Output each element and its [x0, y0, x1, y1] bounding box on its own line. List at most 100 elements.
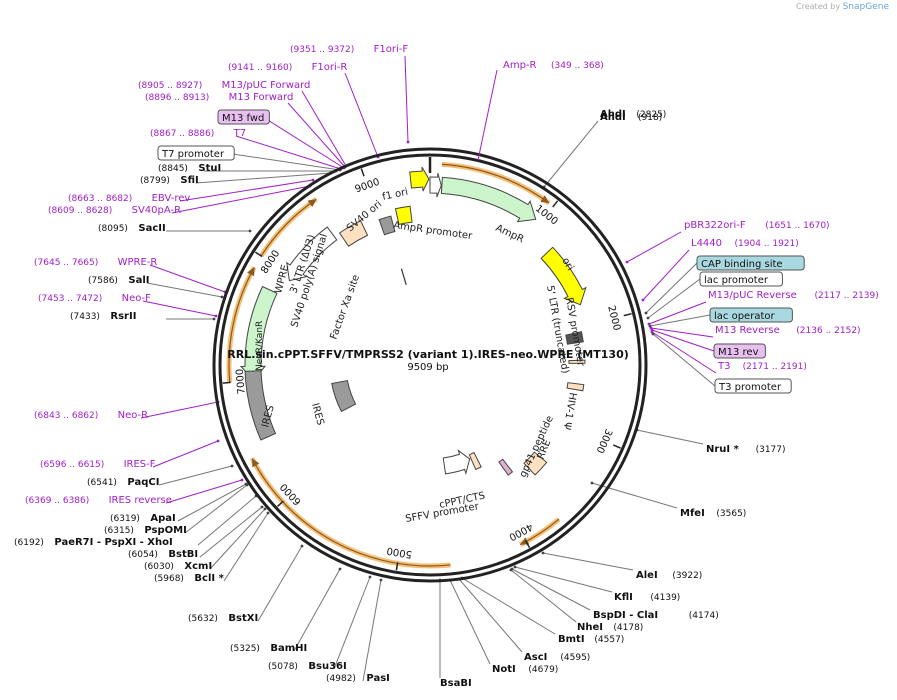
- label-t7-promoter[interactable]: T7 promoter: [157, 145, 235, 161]
- label-name: SacII: [138, 223, 165, 234]
- label-bmti[interactable]: BmtI (4557): [558, 634, 624, 645]
- feature-factor-xa-site[interactable]: [400, 268, 407, 286]
- feature-gp41-peptide[interactable]: [498, 458, 514, 476]
- credit-prefix: Created by: [796, 2, 841, 11]
- label-ahdi[interactable]: AhdI(2825): [600, 109, 666, 120]
- label-nhei[interactable]: NheI(4178): [577, 622, 643, 633]
- tick-line: [222, 381, 231, 384]
- feature-neor-kanr[interactable]: [239, 285, 278, 382]
- feature-sv40-poly-a-signal[interactable]: [378, 215, 396, 236]
- site-marker: [248, 229, 252, 233]
- label-paqci[interactable]: (6541)PaqCI: [87, 477, 159, 488]
- label-kfli[interactable]: KflI(4139): [614, 592, 680, 603]
- orf-arrowhead: [307, 199, 317, 208]
- site-marker: [644, 311, 648, 315]
- label-f1ori-r[interactable]: (9141 .. 9160)F1ori-R: [228, 62, 347, 73]
- label-neo-f[interactable]: (7453 .. 7472)Neo-F: [38, 293, 151, 304]
- label-box: [699, 271, 783, 287]
- label-m13-puc-reverse[interactable]: M13/pUC Reverse(2117 .. 2139): [708, 290, 879, 301]
- feature-ampr-promoter[interactable]: [429, 173, 442, 198]
- label-position: (4679): [528, 665, 558, 675]
- label-ebv-rev[interactable]: (8663 .. 8682)EBV-rev: [68, 193, 190, 204]
- label-position: (9351 .. 9372): [290, 45, 354, 55]
- label-pbr322ori-f[interactable]: pBR322ori-F(1651 .. 1670): [684, 220, 830, 231]
- feature-3-ltr-u3-[interactable]: [338, 220, 369, 247]
- label-m13-rev[interactable]: M13 rev: [713, 343, 766, 359]
- site-marker: [338, 567, 342, 571]
- label-f1ori-f[interactable]: (9351 .. 9372)F1ori-F: [290, 44, 408, 55]
- label-ires-f[interactable]: (6596 .. 6615)IRES-F: [40, 459, 156, 470]
- label-alei[interactable]: AleI(3922): [636, 570, 702, 581]
- label-noti[interactable]: NotI (4679): [492, 664, 558, 675]
- label-bsabi[interactable]: BsaBI: [440, 678, 472, 689]
- label-paer7i-pspxi-xhoi[interactable]: (6192)PaeR7I - PspXI - XhoI: [14, 537, 173, 548]
- label-box: [217, 109, 270, 125]
- feature-5-ltr-truncated-[interactable]: [568, 359, 586, 364]
- label-position: (4178): [613, 623, 643, 633]
- feature-f1-ori[interactable]: [409, 166, 430, 192]
- label-neo-r[interactable]: (6843 .. 6862)Neo-R: [34, 410, 148, 421]
- label-box: [696, 255, 805, 271]
- label-rsrii[interactable]: (7433)RsrII: [70, 311, 136, 322]
- label-name: NotI: [492, 664, 516, 675]
- label-pasi[interactable]: (4982)PasI: [326, 673, 390, 684]
- feature-wpre[interactable]: [286, 226, 338, 282]
- label-lac-operator[interactable]: lac operator: [709, 307, 793, 323]
- leader-line: [362, 579, 382, 682]
- leader-line: [650, 327, 714, 338]
- backbone-inner-ring: [218, 153, 642, 577]
- label-lac-promoter[interactable]: lac promoter: [699, 271, 783, 287]
- label-name: PspOMI: [144, 525, 186, 536]
- label-bstbi[interactable]: (6054)BstBI: [128, 549, 198, 560]
- label-t3-promoter[interactable]: T3 promoter: [714, 378, 792, 394]
- feature-sv40-ori[interactable]: [394, 205, 413, 225]
- label-bcli-[interactable]: (5968)BclI *: [154, 573, 225, 584]
- label-m13-forward[interactable]: (8896 .. 8913)M13 Forward: [145, 92, 293, 103]
- feature-ori[interactable]: [540, 246, 587, 306]
- label-position: (2171 .. 2191): [743, 362, 807, 372]
- label-mfei[interactable]: MfeI(3565): [680, 508, 746, 519]
- label-bspdi-clai[interactable]: BspDI - ClaI(4174): [593, 610, 719, 621]
- feature-rre[interactable]: [523, 451, 548, 476]
- amp-r-position: (349 .. 368): [551, 61, 604, 71]
- label-sacii[interactable]: (8095)SacII: [98, 223, 166, 234]
- label-nrui-[interactable]: NruI *(3177): [706, 444, 786, 455]
- leader-line: [287, 102, 346, 168]
- feature-ampr[interactable]: [440, 176, 537, 223]
- feature-ires[interactable]: [331, 379, 357, 413]
- label-m13-reverse[interactable]: M13 Reverse (2136 .. 2152): [715, 325, 861, 336]
- label-apai[interactable]: (6319)ApaI: [110, 513, 176, 524]
- label-sv40pa-r[interactable]: (8609 .. 8628)SV40pA-R: [48, 205, 181, 216]
- feature-sffv-promoter[interactable]: [442, 449, 471, 475]
- label-wpre-r[interactable]: (7645 .. 7665)WPRE-R: [34, 257, 157, 268]
- feature-hiv-1-[interactable]: [566, 382, 585, 392]
- label-position: (2136 .. 2152): [796, 326, 860, 336]
- label-position: (7433): [70, 312, 100, 322]
- label-ires-reverse[interactable]: (6369 .. 6386)IRES reverse: [25, 495, 172, 506]
- label-asci[interactable]: AscI(4595): [524, 652, 590, 663]
- label-t7[interactable]: (8867 .. 8886)T7: [150, 128, 246, 139]
- backbone-outer-ring: [212, 147, 648, 583]
- feature-ires[interactable]: [244, 370, 277, 441]
- label-m13-fwd[interactable]: M13 fwd: [217, 109, 270, 125]
- label-name: M13 Reverse: [715, 325, 780, 336]
- label-xcmi[interactable]: (6030)XcmI: [144, 561, 212, 572]
- label-bsu36i[interactable]: (5078)Bsu36I: [268, 661, 347, 672]
- feature-cppt-cts[interactable]: [468, 451, 482, 471]
- label-position: (4557): [594, 635, 624, 645]
- label-cap-binding-site[interactable]: CAP binding site: [696, 255, 805, 271]
- label-name: BmtI: [558, 634, 585, 645]
- label-position: (8845): [158, 164, 188, 174]
- label-stui[interactable]: (8845)StuI: [158, 163, 221, 174]
- label-bstxi[interactable]: (5632)BstXI: [188, 613, 258, 624]
- label-pspomi[interactable]: (6315)PspOMI: [104, 525, 187, 536]
- feature-rsv-promoter[interactable]: [565, 331, 584, 345]
- label-l4440[interactable]: L4440(1904 .. 1921): [691, 238, 799, 249]
- label-t3[interactable]: T3(2171 .. 2191): [717, 361, 807, 372]
- label-box: [714, 378, 792, 394]
- label-sali[interactable]: (7586)SalI: [88, 275, 150, 286]
- label-m13-puc-forward[interactable]: (8905 .. 8927)M13/pUC Forward: [138, 80, 310, 91]
- label-name: L4440: [691, 238, 722, 249]
- label-bamhi[interactable]: (5325)BamHI: [230, 643, 307, 654]
- label-sfii[interactable]: (8799)SfiI: [140, 175, 199, 186]
